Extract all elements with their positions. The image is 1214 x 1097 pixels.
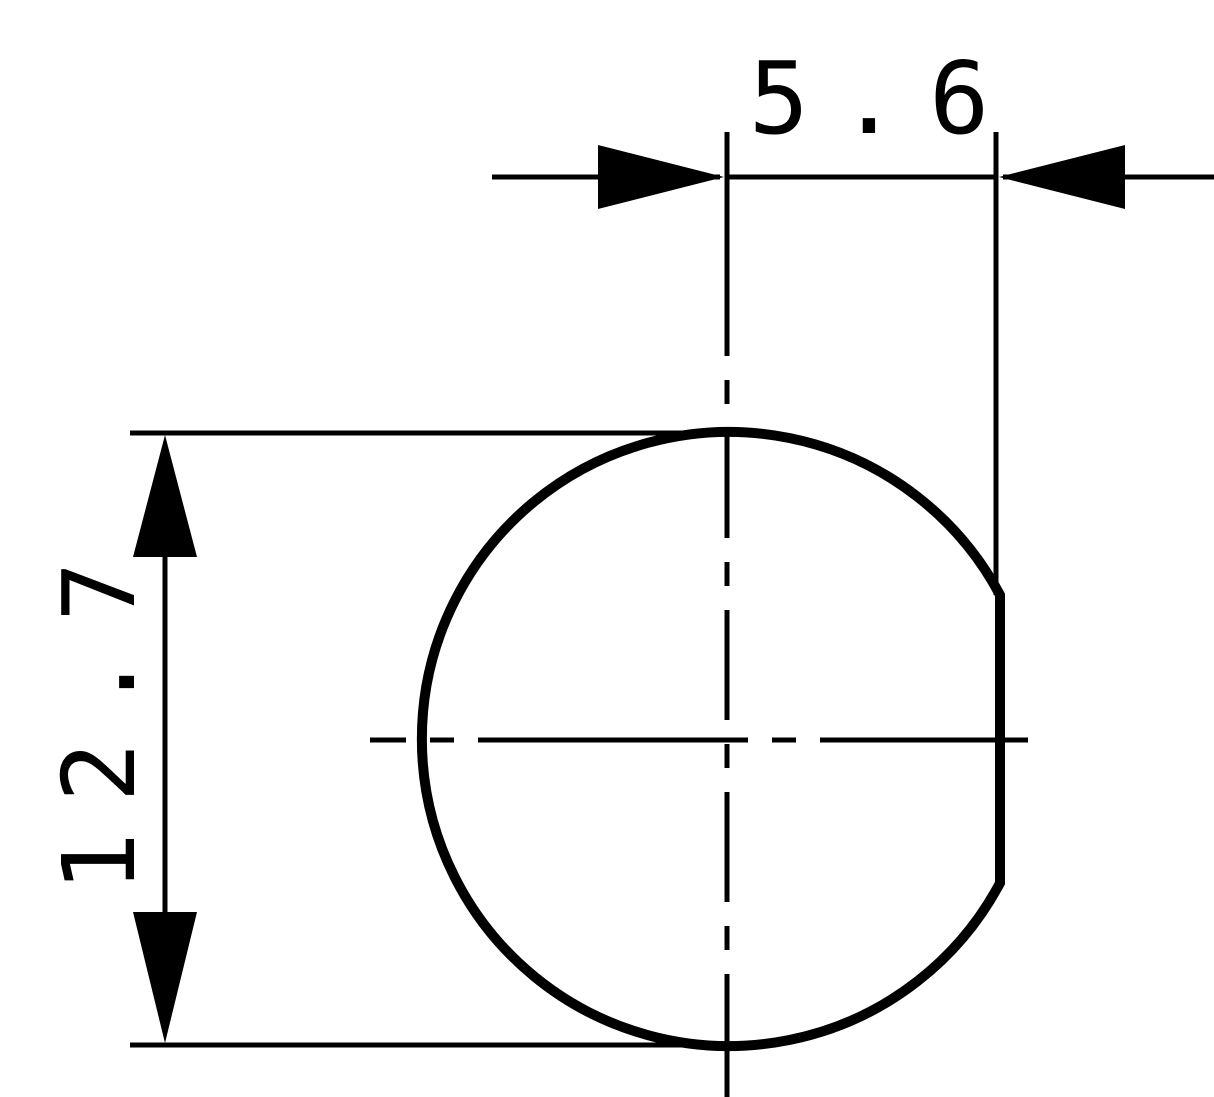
arrowhead-top — [133, 435, 197, 557]
vertical-dimension — [130, 430, 700, 1048]
dimension-label-12-7: 12.7 — [41, 532, 158, 893]
dimension-label-5-6: 5.6 — [749, 40, 1020, 157]
arrowhead-left — [598, 145, 724, 209]
part-outline-d-shape — [416, 427, 1005, 1051]
center-lines — [370, 132, 1028, 1097]
arrowhead-bottom — [133, 912, 197, 1043]
arrowhead-right — [999, 145, 1125, 209]
